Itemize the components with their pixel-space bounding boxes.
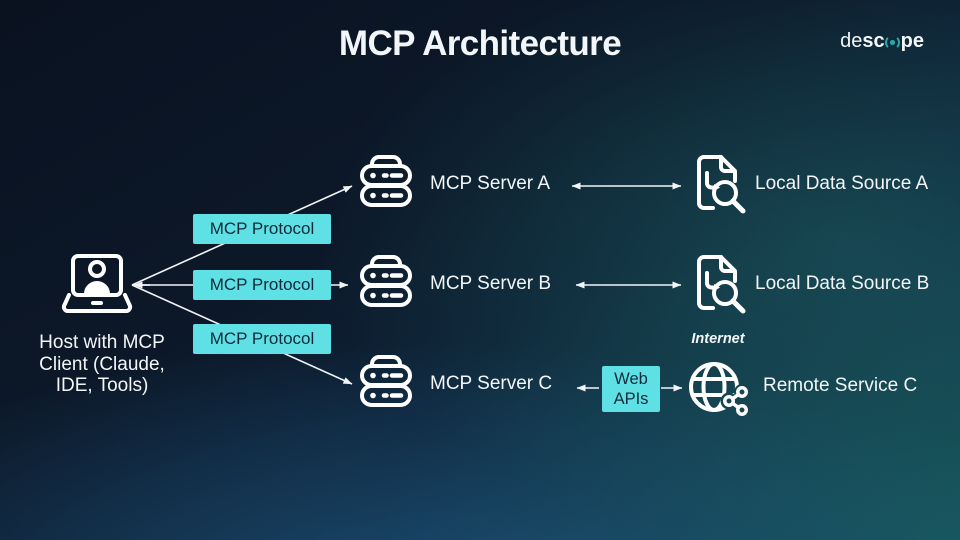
server-label-c: MCP Server C (430, 373, 553, 394)
remote-service-label: Remote Service C (763, 375, 918, 396)
page-title: MCP Architecture (338, 24, 622, 63)
host-label-line-1: Host with MCP (39, 332, 165, 353)
server-label-b: MCP Server B (430, 273, 552, 294)
server-stack-icon-c (360, 355, 412, 407)
mcp-protocol-box-3: MCP Protocol (193, 324, 331, 354)
web-apis-line-2: APIs (613, 390, 649, 408)
server-stack-icon-a (360, 155, 412, 207)
host-label-line-3: IDE, Tools) (55, 375, 149, 396)
document-search-icon-a (697, 155, 746, 214)
document-search-icon-b (697, 255, 746, 314)
server-stack-icon-b (360, 255, 412, 307)
logo-text-de: de (840, 30, 863, 52)
logo-text-pe: pe (900, 30, 924, 52)
web-apis-line-1: Web (614, 370, 648, 388)
server-label-a: MCP Server A (430, 173, 551, 194)
data-source-label-b: Local Data Source B (755, 273, 930, 294)
laptop-user-icon (61, 254, 133, 313)
mcp-protocol-box-1: MCP Protocol (193, 214, 331, 244)
mcp-protocol-box-2: MCP Protocol (193, 270, 331, 300)
descope-o-icon (885, 35, 901, 50)
globe-share-icon (689, 362, 748, 416)
internet-label: Internet (691, 331, 745, 347)
web-apis-box: Web APIs (602, 366, 660, 412)
host-label: Host with MCP Client (Claude, IDE, Tools… (8, 332, 196, 397)
data-source-label-a: Local Data Source A (755, 173, 929, 194)
logo-text-sc: sc (862, 30, 885, 52)
host-label-line-2: Client (Claude, (39, 353, 165, 375)
